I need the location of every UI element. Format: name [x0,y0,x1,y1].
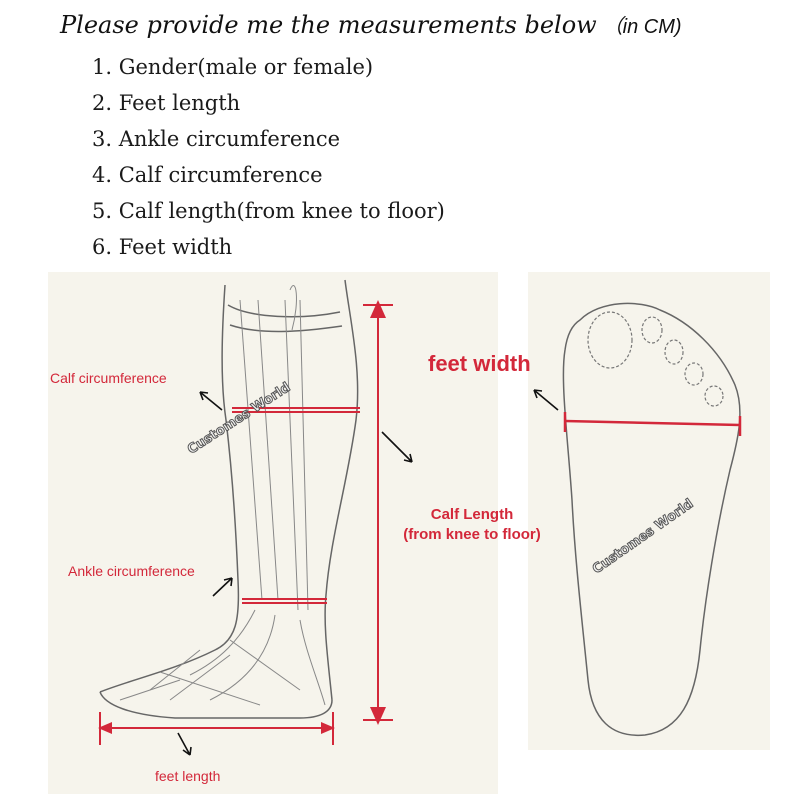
calf-length-title: Calf Length [382,505,562,525]
feet-width-line [565,412,740,436]
foot-outline [563,303,740,735]
ankle-circumference-label: Ankle circumference [68,563,195,579]
foot-toes [588,312,723,406]
feet-width-label: feet width [428,351,531,377]
calf-length-subtitle: (from knee to floor) [382,525,562,545]
feet-length-label: feet length [155,768,220,784]
calf-length-label: Calf Length (from knee to floor) [382,505,562,545]
calf-circumference-label: Calf circumference [50,370,167,386]
